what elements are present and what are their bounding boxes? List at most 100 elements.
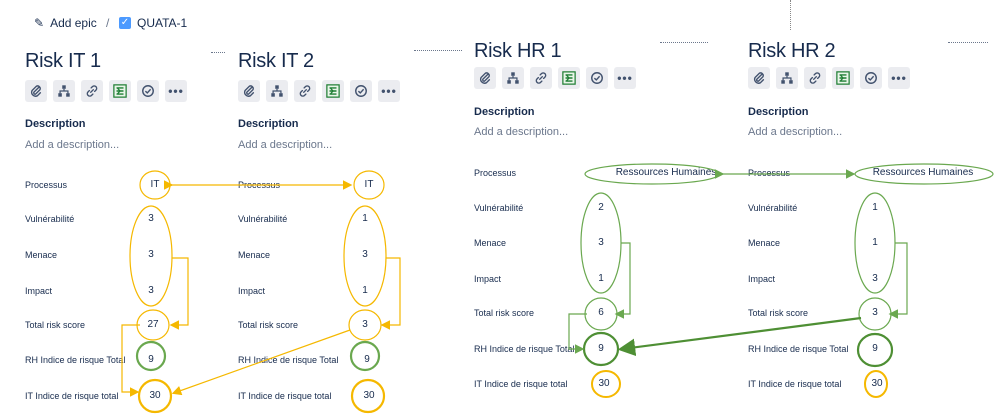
link-issue-button[interactable] <box>530 67 552 89</box>
excel-icon <box>326 84 340 98</box>
field-label-total-risk-score: Total risk score <box>25 320 86 330</box>
arrow-factors-to-total-it1 <box>169 257 189 330</box>
attachment-icon <box>30 85 42 97</box>
field-value-rh-indice[interactable]: 9 <box>364 354 370 365</box>
attachment-icon <box>479 72 491 84</box>
description-input[interactable]: Add a description... <box>748 126 843 138</box>
top-bar: ✎ Add epic / ✓ QUATA-1 <box>0 0 999 44</box>
field-value-rh-indice[interactable]: 9 <box>872 343 878 354</box>
excel-icon <box>836 71 850 85</box>
field-label-it-indice: IT Indice de risque total <box>474 379 568 389</box>
checkmark-circle-icon <box>865 72 877 84</box>
checklist-button[interactable] <box>350 80 372 102</box>
field-value-total-risk-score[interactable]: 6 <box>598 307 604 318</box>
field-value-vulnerabilite[interactable]: 2 <box>598 202 604 213</box>
field-value-impact[interactable]: 1 <box>598 273 604 284</box>
checklist-button[interactable] <box>137 80 159 102</box>
description-input[interactable]: Add a description... <box>238 139 333 151</box>
field-label-menace: Menace <box>474 238 507 248</box>
child-issues-button[interactable] <box>266 80 288 102</box>
checklist-button[interactable] <box>860 67 882 89</box>
field-label-total-risk-score: Total risk score <box>474 308 535 318</box>
it-indice-hr-annotations <box>591 370 888 398</box>
description-input[interactable]: Add a description... <box>474 126 569 138</box>
field-value-menace[interactable]: 3 <box>362 249 368 260</box>
field-value-impact[interactable]: 1 <box>362 285 368 296</box>
field-value-total-risk-score[interactable]: 3 <box>362 319 368 330</box>
attachment-button[interactable] <box>748 67 770 89</box>
description-heading: Description <box>748 106 809 118</box>
issue-key-link[interactable]: ✓ QUATA-1 <box>119 16 187 30</box>
field-label-it-indice: IT Indice de risque total <box>748 379 842 389</box>
arrow-factors-to-total-hr2 <box>888 242 908 319</box>
attachment-button[interactable] <box>474 67 496 89</box>
child-issues-button[interactable] <box>776 67 798 89</box>
field-label-impact: Impact <box>748 274 776 284</box>
field-label-rh-indice: RH Indice de risque Total <box>748 344 849 354</box>
checkmark-circle-icon <box>591 72 603 84</box>
field-label-total-risk-score: Total risk score <box>748 308 809 318</box>
excel-button[interactable] <box>322 80 344 102</box>
field-value-rh-indice[interactable]: 9 <box>148 354 154 365</box>
field-value-impact[interactable]: 3 <box>872 273 878 284</box>
field-value-menace[interactable]: 3 <box>148 249 154 260</box>
panel-dotted-divider <box>948 42 988 43</box>
checkmark-circle-icon <box>142 85 154 97</box>
field-value-it-indice[interactable]: 30 <box>363 390 375 401</box>
child-issues-button[interactable] <box>502 67 524 89</box>
field-value-impact[interactable]: 3 <box>148 285 154 296</box>
field-value-total-risk-score[interactable]: 27 <box>147 319 159 330</box>
arrow-factors-to-total-it2 <box>380 257 401 330</box>
field-value-it-indice[interactable]: 30 <box>871 378 883 389</box>
field-value-it-indice[interactable]: 30 <box>149 390 161 401</box>
link-issue-button[interactable] <box>804 67 826 89</box>
field-value-it-indice[interactable]: 30 <box>598 378 610 389</box>
attachment-button[interactable] <box>238 80 260 102</box>
field-value-menace[interactable]: 1 <box>872 237 878 248</box>
field-value-processus[interactable]: Ressources Humaines <box>872 167 974 178</box>
hierarchy-icon <box>507 72 519 84</box>
excel-button[interactable] <box>558 67 580 89</box>
panel-dotted-divider <box>660 42 708 43</box>
more-button[interactable]: ••• <box>165 80 187 102</box>
field-label-impact: Impact <box>474 274 502 284</box>
field-label-vulnerabilite: Vulnérabilité <box>474 203 524 213</box>
field-label-total-risk-score: Total risk score <box>238 320 299 330</box>
attachment-button[interactable] <box>25 80 47 102</box>
more-button[interactable]: ••• <box>614 67 636 89</box>
attachment-icon <box>753 72 765 84</box>
child-issues-button[interactable] <box>53 80 75 102</box>
field-label-vulnerabilite: Vulnérabilité <box>25 214 75 224</box>
excel-icon <box>562 71 576 85</box>
hierarchy-icon <box>58 85 70 97</box>
more-button[interactable]: ••• <box>378 80 400 102</box>
panel-dotted-divider <box>211 52 225 53</box>
description-heading: Description <box>474 106 535 118</box>
field-value-vulnerabilite[interactable]: 3 <box>148 213 154 224</box>
panel-toolbar: ••• <box>474 67 636 89</box>
link-issue-button[interactable] <box>294 80 316 102</box>
field-value-processus[interactable]: IT <box>364 179 374 190</box>
field-label-it-indice: IT Indice de risque total <box>238 391 332 401</box>
field-value-total-risk-score[interactable]: 3 <box>872 307 878 318</box>
link-issue-button[interactable] <box>81 80 103 102</box>
more-icon: ••• <box>168 84 184 98</box>
panel-title: Risk IT 2 <box>238 50 314 72</box>
description-heading: Description <box>25 118 86 130</box>
description-input[interactable]: Add a description... <box>25 139 120 151</box>
field-value-menace[interactable]: 3 <box>598 237 604 248</box>
panel-toolbar: ••• <box>25 80 187 102</box>
field-value-processus[interactable]: IT <box>150 179 160 190</box>
field-value-processus[interactable]: Ressources Humaines <box>615 167 717 178</box>
field-value-rh-indice[interactable]: 9 <box>598 343 604 354</box>
excel-button[interactable] <box>109 80 131 102</box>
more-button[interactable]: ••• <box>888 67 910 89</box>
add-epic-link[interactable]: ✎ Add epic <box>34 16 97 30</box>
field-value-vulnerabilite[interactable]: 1 <box>362 213 368 224</box>
field-value-vulnerabilite[interactable]: 1 <box>872 202 878 213</box>
description-heading: Description <box>238 118 299 130</box>
field-label-rh-indice: RH Indice de risque Total <box>25 355 126 365</box>
checklist-button[interactable] <box>586 67 608 89</box>
field-label-rh-indice: RH Indice de risque Total <box>238 355 339 365</box>
excel-button[interactable] <box>832 67 854 89</box>
